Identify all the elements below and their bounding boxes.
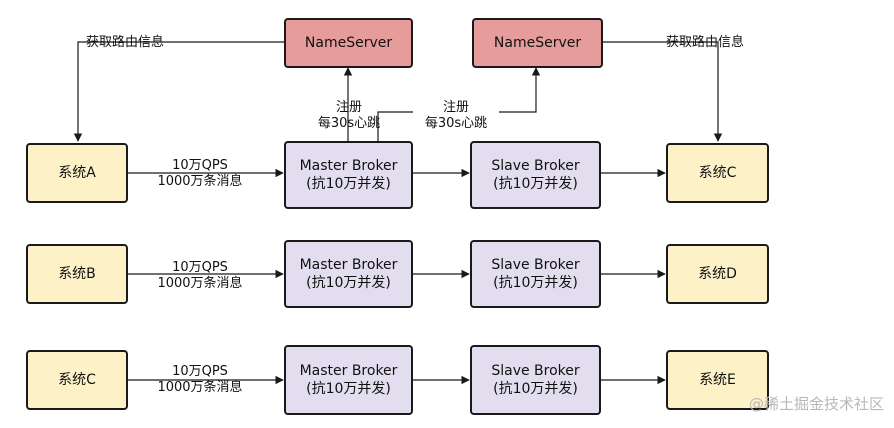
- nameserver-left-label: NameServer: [304, 35, 393, 51]
- system-c-consumer-label: 系统C: [698, 165, 737, 181]
- watermark: @稀土掘金技术社区: [748, 395, 884, 413]
- broker-name: Master Broker: [299, 363, 398, 379]
- traffic-label-row3: 10万QPS 1000万条消息: [145, 364, 255, 396]
- system-d: 系统D: [666, 244, 769, 304]
- system-a-label: 系统A: [58, 165, 96, 181]
- route-info-label-left: 获取路由信息: [86, 35, 165, 50]
- traffic-label-row2-qps: 10万QPS: [172, 260, 228, 275]
- system-b: 系统B: [26, 244, 128, 304]
- system-c-producer: 系统C: [26, 350, 128, 410]
- system-c-consumer: 系统C: [666, 143, 769, 203]
- broker-name: Slave Broker: [491, 158, 580, 174]
- register-label-right: 注册 每30s心跳: [413, 100, 499, 132]
- system-c-producer-label: 系统C: [58, 372, 96, 388]
- register-label-left-line2: 每30s心跳: [317, 116, 381, 131]
- traffic-label-row1: 10万QPS 1000万条消息: [145, 158, 255, 190]
- register-label-left-line1: 注册: [335, 100, 362, 115]
- broker-name: Slave Broker: [491, 363, 580, 379]
- system-b-label: 系统B: [58, 266, 96, 282]
- route-info-label-right: 获取路由信息: [666, 35, 745, 50]
- slave-broker-row2: Slave Broker (抗10万并发): [470, 240, 601, 308]
- traffic-label-row1-qps: 10万QPS: [172, 158, 228, 173]
- master-broker-row3: Master Broker (抗10万并发): [284, 345, 413, 415]
- slave-broker-row1: Slave Broker (抗10万并发): [470, 141, 601, 209]
- nameserver-right-label: NameServer: [493, 35, 582, 51]
- system-e-label: 系统E: [699, 372, 736, 388]
- nameserver-left: NameServer: [284, 18, 413, 68]
- register-label-right-line1: 注册: [442, 100, 469, 115]
- traffic-label-row3-qps: 10万QPS: [172, 364, 228, 379]
- slave-broker-row3: Slave Broker (抗10万并发): [470, 345, 601, 415]
- master-broker-row2: Master Broker (抗10万并发): [284, 240, 413, 308]
- route-info-arrow-right: [603, 41, 723, 142]
- broker-note: (抗10万并发): [306, 176, 391, 192]
- traffic-label-row1-count: 1000万条消息: [157, 174, 243, 189]
- broker-name: Slave Broker: [491, 257, 580, 273]
- broker-note: (抗10万并发): [493, 176, 578, 192]
- broker-note: (抗10万并发): [306, 275, 391, 291]
- traffic-label-row2: 10万QPS 1000万条消息: [145, 260, 255, 292]
- broker-note: (抗10万并发): [306, 381, 391, 397]
- register-label-right-line2: 每30s心跳: [424, 116, 488, 131]
- traffic-label-row2-count: 1000万条消息: [157, 276, 243, 291]
- broker-note: (抗10万并发): [493, 275, 578, 291]
- route-info-arrow-left: [73, 41, 284, 142]
- register-label-left: 注册 每30s心跳: [306, 100, 392, 132]
- system-d-label: 系统D: [698, 266, 737, 282]
- broker-name: Master Broker: [299, 257, 398, 273]
- nameserver-right: NameServer: [472, 18, 603, 68]
- system-e: 系统E: [666, 350, 769, 410]
- broker-note: (抗10万并发): [493, 381, 578, 397]
- master-broker-row1: Master Broker (抗10万并发): [284, 141, 413, 209]
- traffic-label-row3-count: 1000万条消息: [157, 380, 243, 395]
- system-a: 系统A: [26, 143, 128, 203]
- broker-name: Master Broker: [299, 158, 398, 174]
